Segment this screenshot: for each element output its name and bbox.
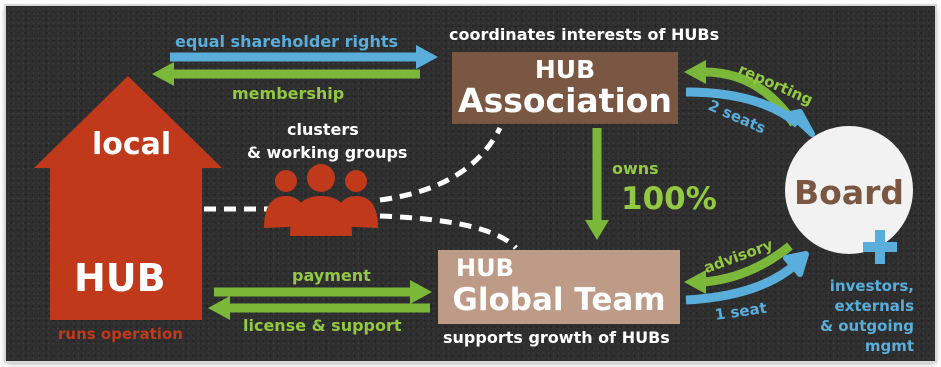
dashed-connector-association bbox=[379, 126, 503, 203]
people-group-icon bbox=[264, 164, 378, 236]
arrow-advisory-line bbox=[703, 242, 793, 287]
hub-association-box: HUB Association bbox=[452, 52, 678, 124]
arrow-one-seat-head bbox=[783, 251, 809, 277]
label-externals: externals bbox=[834, 297, 914, 315]
plus-icon bbox=[863, 230, 897, 264]
label-membership: membership bbox=[232, 84, 345, 103]
label-payment: payment bbox=[292, 266, 371, 285]
board-circle bbox=[785, 126, 913, 254]
hub-house-roof bbox=[34, 76, 222, 168]
label-owns-percentage: 100% bbox=[621, 181, 717, 217]
label-license-support: license & support bbox=[243, 316, 402, 335]
label-mgmt: mgmt bbox=[864, 337, 914, 355]
label-clusters: clusters bbox=[287, 120, 359, 139]
hub-local-label: local bbox=[92, 127, 172, 162]
hub-association-line1: HUB bbox=[534, 55, 596, 84]
label-outgoing: & outgoing bbox=[819, 317, 914, 335]
arrow-reporting-head bbox=[684, 60, 706, 84]
hub-main-label: HUB bbox=[74, 256, 166, 300]
hub-global-team-box: HUB Global Team bbox=[438, 250, 680, 324]
hub-global-line2: Global Team bbox=[452, 282, 666, 318]
arrow-payment-head bbox=[410, 280, 432, 304]
dashed-connector-global bbox=[379, 213, 518, 250]
arrow-one-seat-line bbox=[685, 260, 799, 305]
label-supports-growth: supports growth of HUBs bbox=[443, 328, 670, 347]
label-investors: investors, bbox=[829, 277, 914, 295]
arrow-membership-head bbox=[152, 62, 174, 86]
arrow-two-seats-line bbox=[685, 87, 801, 128]
arrow-equal-rights-head bbox=[416, 45, 438, 69]
label-runs-operation: runs operation bbox=[58, 325, 183, 343]
label-working-groups: & working groups bbox=[247, 143, 408, 162]
arrow-license-head bbox=[208, 296, 230, 320]
hub-house-body bbox=[50, 168, 202, 320]
label-coordinates-interests: coordinates interests of HUBs bbox=[449, 25, 720, 44]
arrow-owns-head bbox=[585, 220, 609, 240]
hub-association-line2: Association bbox=[458, 81, 672, 120]
label-owns: owns bbox=[612, 159, 659, 178]
board-label: Board bbox=[794, 173, 904, 212]
hub-global-line1: HUB bbox=[456, 254, 514, 282]
arrow-advisory-head bbox=[684, 270, 706, 294]
label-equal-shareholder-rights: equal shareholder rights bbox=[175, 32, 399, 51]
arrow-two-seats-head bbox=[787, 109, 815, 137]
